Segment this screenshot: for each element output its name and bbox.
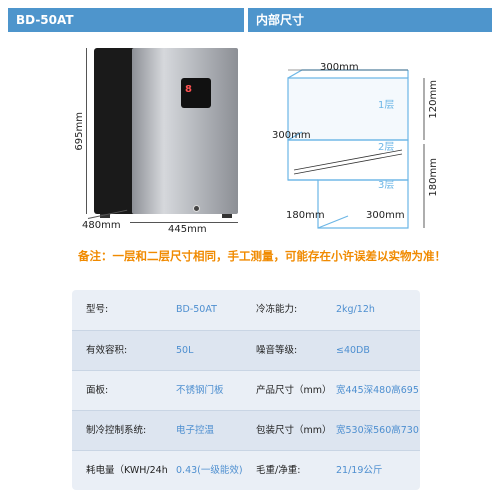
divider (72, 370, 420, 371)
fridge-foot (100, 214, 110, 218)
spec-value: 不锈钢门板 (176, 385, 224, 396)
spec-key: 面板: (86, 385, 109, 396)
interior-lower-height: 180mm (428, 158, 439, 197)
layer-3-label: 3层 (378, 180, 395, 191)
panel-display: 8 (185, 84, 192, 95)
spec-value: 21/19公斤 (336, 465, 383, 476)
interior-diagram (287, 69, 425, 229)
spec-key: 噪音等级: (256, 345, 298, 356)
divider (72, 410, 420, 411)
height-dimension-line (86, 48, 87, 214)
spec-value: 2kg/12h (336, 304, 375, 315)
table-row: 有效容积: 50L 噪音等级: ≤40DB (72, 331, 420, 371)
divider (72, 330, 420, 331)
layer-2-label: 2层 (378, 142, 395, 153)
spec-key: 有效容积: (86, 345, 128, 356)
model-header: BD-50AT (8, 8, 244, 32)
divider (72, 450, 420, 451)
fridge-door (132, 48, 238, 214)
spec-key: 型号: (86, 304, 109, 315)
spec-key: 产品尺寸（mm） (256, 385, 332, 396)
control-panel: 8 (181, 78, 211, 108)
spec-value: 宽445深480高695 (336, 385, 419, 396)
interior-bottom-depth: 180mm (286, 210, 325, 221)
table-row: 耗电量（KWH/24h 0.43(一级能效) 毛重/净重: 21/19公斤 (72, 451, 420, 491)
spec-value: 50L (176, 345, 194, 356)
spec-value: ≤40DB (336, 345, 370, 356)
table-row: 制冷控制系统: 电子控温 包装尺寸（mm） 宽530深560高730 (72, 411, 420, 451)
interior-upper-height: 120mm (428, 80, 439, 119)
spec-key: 耗电量（KWH/24h (86, 465, 168, 476)
spec-key: 包装尺寸（mm） (256, 425, 332, 436)
depth-label: 480mm (82, 220, 121, 231)
width-dimension-line (130, 222, 238, 223)
spec-value: 宽530深560高730 (336, 425, 419, 436)
interior-bottom-width: 300mm (366, 210, 405, 221)
spec-key: 制冷控制系统: (86, 425, 147, 436)
spec-key: 毛重/净重: (256, 465, 301, 476)
table-row: 面板: 不锈钢门板 产品尺寸（mm） 宽445深480高695 (72, 371, 420, 411)
spec-value: BD-50AT (176, 304, 217, 315)
layer-1-label: 1层 (378, 100, 395, 111)
lock-icon (193, 205, 200, 212)
inner-size-header: 内部尺寸 (248, 8, 492, 32)
interior-top-width: 300mm (320, 62, 359, 73)
height-label: 695mm (74, 112, 85, 151)
fridge-foot (222, 214, 232, 218)
width-label: 445mm (168, 224, 207, 235)
measurement-note: 备注：一层和二层尺寸相同，手工测量，可能存在小许误差以实物为准！ (78, 249, 446, 263)
table-row: 型号: BD-50AT 冷冻能力: 2kg/12h (72, 290, 420, 330)
spec-value: 电子控温 (176, 425, 215, 436)
spec-table: 型号: BD-50AT 冷冻能力: 2kg/12h 有效容积: 50L 噪音等级… (72, 290, 420, 490)
spec-key: 冷冻能力: (256, 304, 298, 315)
interior-mid-width: 300mm (272, 130, 311, 141)
spec-value: 0.43(一级能效) (176, 465, 243, 476)
